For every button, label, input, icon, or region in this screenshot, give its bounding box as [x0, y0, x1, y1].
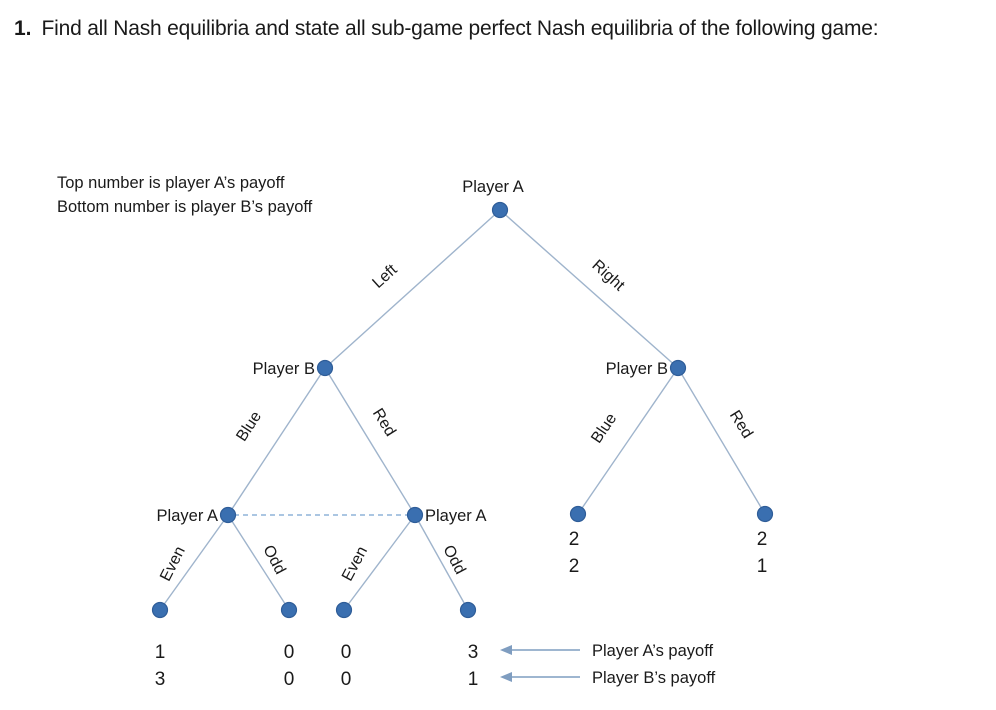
- question-block: 1. Find all Nash equilibria and state al…: [14, 14, 964, 43]
- node-label-left-a: Player A: [157, 507, 218, 525]
- payoff-a-value: 0: [341, 642, 352, 663]
- edge-leftb-red: [324, 367, 416, 516]
- legend-label-player-a-payoff: Player A’s payoff: [592, 642, 713, 660]
- payoff-b-value: 2: [569, 556, 580, 577]
- edge-label-lefta-odd: Odd: [259, 543, 288, 578]
- edge-mida-even: [343, 514, 416, 611]
- edge-label-rightb-blue: Blue: [588, 410, 620, 446]
- node-mid-player-a[interactable]: [406, 506, 424, 524]
- legend-arrow-head-icon: [500, 672, 512, 682]
- payoff-b-value: 0: [341, 669, 352, 690]
- edge-mida-odd: [414, 514, 469, 611]
- terminal-node[interactable]: [756, 505, 774, 523]
- edge-root-right: [499, 209, 679, 369]
- node-label-root: Player A: [462, 178, 523, 196]
- legend-row-player-b: Player B’s payoff: [500, 669, 716, 687]
- payoff-b-value: 0: [284, 669, 295, 690]
- edge-label-mida-even: Even: [339, 544, 371, 584]
- edge-leftb-blue: [227, 367, 326, 516]
- edge-label-left: Left: [369, 261, 401, 292]
- question-number: 1.: [14, 17, 32, 40]
- node-label-right-b: Player B: [606, 360, 668, 378]
- terminal-node[interactable]: [459, 601, 477, 619]
- edge-label-mida-odd: Odd: [439, 543, 468, 578]
- payoff-a-value: 2: [757, 529, 768, 550]
- game-tree-figure: Top number is player A’s payoff Bottom n…: [0, 150, 996, 710]
- legend-arrow-head-icon: [500, 645, 512, 655]
- edge-label-lefta-even: Even: [157, 544, 189, 584]
- node-label-mid-a: Player A: [425, 507, 486, 525]
- edge-label-leftb-blue: Blue: [233, 408, 265, 444]
- node-root-player-a[interactable]: [491, 201, 509, 219]
- payoff-a-value: 0: [284, 642, 295, 663]
- edge-rightb-red: [677, 367, 766, 515]
- terminal-node[interactable]: [569, 505, 587, 523]
- terminal-node[interactable]: [151, 601, 169, 619]
- edge-lefta-even: [159, 514, 229, 611]
- edge-rightb-blue: [577, 367, 679, 515]
- payoff-a-value: 2: [569, 529, 580, 550]
- edge-label-rightb-red: Red: [726, 408, 756, 442]
- payoff-note-line-1: Top number is player A’s payoff: [57, 174, 285, 192]
- node-label-left-b: Player B: [253, 360, 315, 378]
- node-left-player-b[interactable]: [316, 359, 334, 377]
- terminal-node[interactable]: [335, 601, 353, 619]
- question-text: Find all Nash equilibria and state all s…: [41, 17, 879, 40]
- payoff-note-line-2: Bottom number is player B’s payoff: [57, 198, 313, 216]
- payoff-b-value: 3: [155, 669, 166, 690]
- payoff-b-value: 1: [468, 669, 479, 690]
- edge-label-leftb-red: Red: [369, 406, 399, 440]
- payoff-a-value: 3: [468, 642, 479, 663]
- edge-root-left: [324, 209, 501, 369]
- legend-row-player-a: Player A’s payoff: [500, 642, 713, 660]
- payoff-b-value: 1: [757, 556, 768, 577]
- node-left-player-a[interactable]: [219, 506, 237, 524]
- edge-label-right: Right: [588, 257, 628, 295]
- payoff-a-value: 1: [155, 642, 166, 663]
- node-right-player-b[interactable]: [669, 359, 687, 377]
- edge-lefta-odd: [227, 514, 290, 611]
- terminal-node[interactable]: [280, 601, 298, 619]
- legend-label-player-b-payoff: Player B’s payoff: [592, 669, 716, 687]
